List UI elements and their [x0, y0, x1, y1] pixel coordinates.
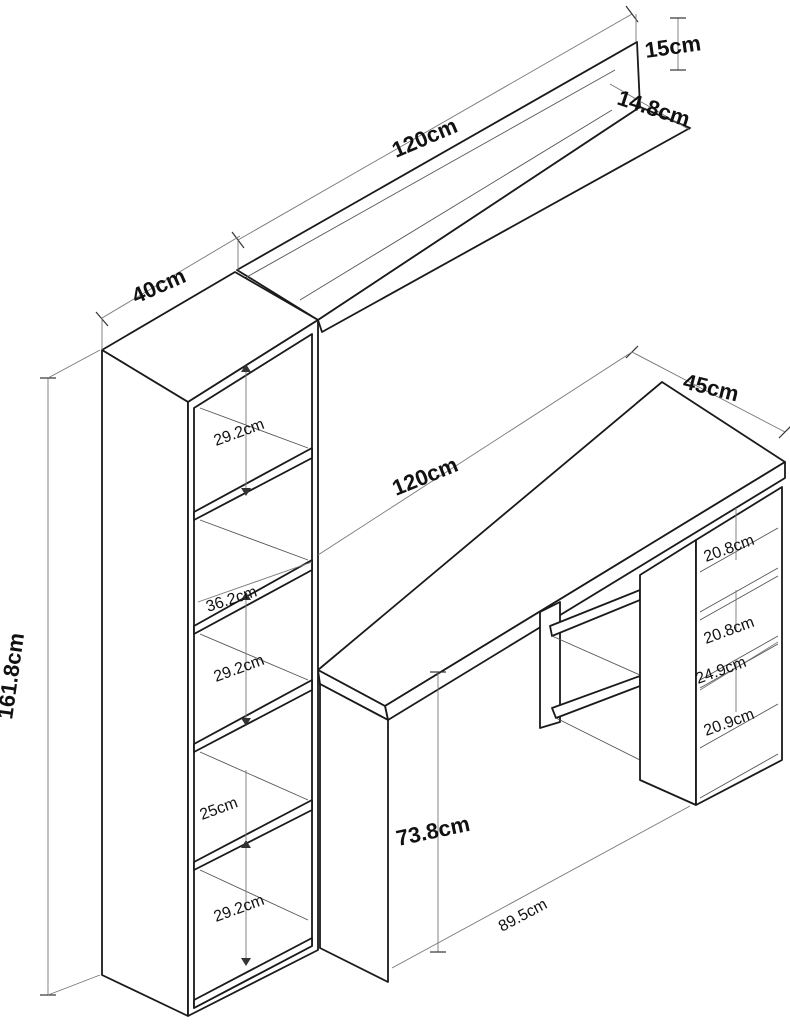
label-bookcase-height: 161.8cm [0, 631, 29, 720]
bookcase [101, 271, 319, 1017]
desk-shelf-unit [695, 486, 783, 806]
label-desk-width: 120cm [389, 452, 462, 501]
desk-shelf-divider [639, 539, 697, 806]
bookcase-shelves [193, 407, 313, 1009]
bookcase-front [187, 319, 319, 1017]
dimension-lines [40, 5, 790, 996]
desk-left-leg [319, 683, 389, 983]
label-desk-height: 73.8cm [394, 811, 472, 851]
label-wall-shelf-height: 15cm [643, 30, 702, 63]
wall-shelf [236, 41, 691, 333]
label-bookcase-width: 40cm [128, 263, 190, 309]
desk [317, 381, 786, 983]
bookcase-side [101, 349, 189, 1017]
label-desk-leg-clearance: 89.5cm [496, 896, 550, 936]
wall-shelf-board [317, 106, 691, 333]
